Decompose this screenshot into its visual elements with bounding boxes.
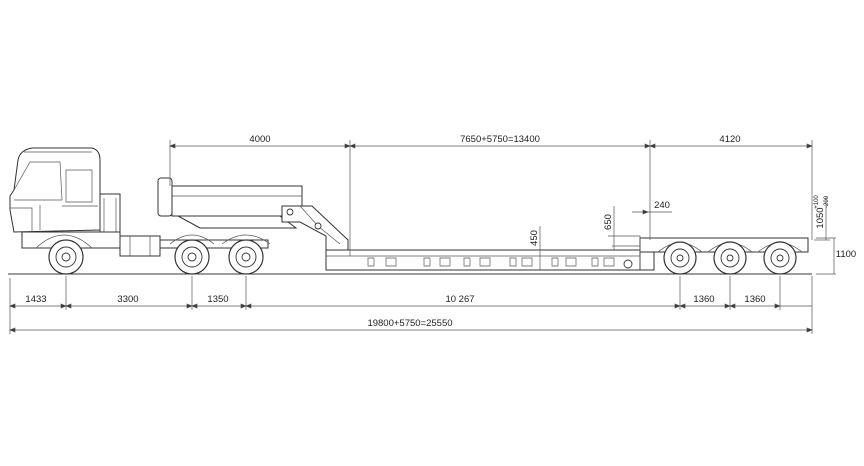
dim-gooseneck-length: 4000 bbox=[249, 134, 270, 145]
dim-tractor-axle-spacing: 1350 bbox=[207, 294, 228, 305]
top-dimension-lines bbox=[169, 140, 836, 275]
dim-height-1100: 1100 bbox=[836, 249, 856, 260]
gooseneck bbox=[157, 177, 349, 257]
dim-rear-length: 4120 bbox=[719, 134, 740, 145]
tractor-unit bbox=[9, 147, 271, 275]
dim-overall-length: 19800+5750=25550 bbox=[367, 318, 452, 329]
dim-step-240: 240 bbox=[654, 200, 670, 211]
dim-trailer-axle-spacing-1: 1360 bbox=[693, 294, 714, 305]
platform-deck bbox=[325, 249, 641, 271]
dim-front-overhang: 1433 bbox=[25, 294, 46, 305]
dim-height-1050-tol-bottom: -200 bbox=[824, 195, 830, 208]
trailer-wheel-2 bbox=[713, 241, 747, 275]
dim-height-650: 650 bbox=[603, 214, 614, 230]
dim-platform-length: 7650+5750=13400 bbox=[460, 134, 540, 145]
trailer-wheel-1 bbox=[663, 241, 697, 275]
bottom-dimension-lines bbox=[9, 276, 813, 334]
fuel-tank bbox=[99, 193, 121, 237]
trailer-wheel-3 bbox=[763, 241, 797, 275]
dim-height-450: 450 bbox=[529, 230, 540, 246]
dim-trailer-span: 10 267 bbox=[445, 294, 474, 305]
tractor-drive-wheel-1 bbox=[174, 239, 210, 275]
dim-height-1050: 1050 bbox=[815, 207, 826, 228]
rear-bogie bbox=[608, 235, 809, 275]
dim-tractor-wheelbase: 3300 bbox=[117, 294, 138, 305]
tractor-front-wheel bbox=[48, 239, 84, 275]
dim-trailer-axle-spacing-2: 1360 bbox=[744, 294, 765, 305]
lowbed-platform bbox=[325, 249, 641, 271]
tractor-cab bbox=[9, 147, 101, 233]
dim-height-1050-tol-top: +100 bbox=[814, 195, 820, 209]
tractor-drive-wheel-2 bbox=[228, 239, 264, 275]
